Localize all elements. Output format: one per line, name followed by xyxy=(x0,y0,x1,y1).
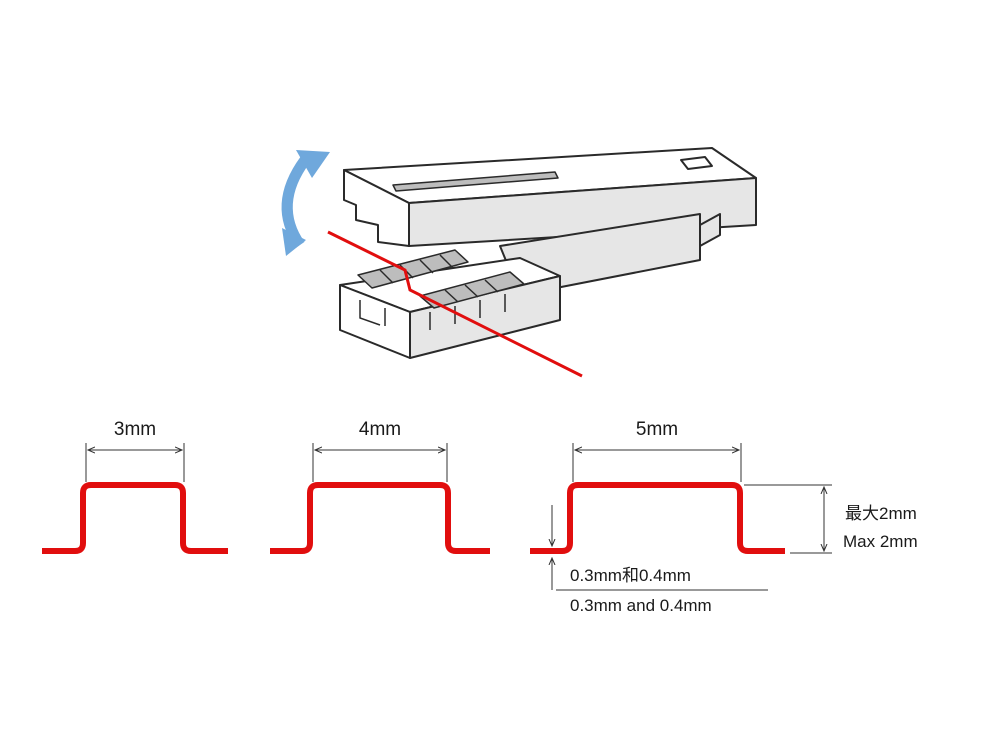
bend-4mm: 4mm xyxy=(270,419,490,554)
bend-5mm-wire xyxy=(530,482,785,554)
bend-3mm-width-label: 3mm xyxy=(114,419,156,440)
thickness-dimension: 0.3mm和0.4mm 0.3mm and 0.4mm xyxy=(552,505,768,615)
tool-wire xyxy=(327,230,583,378)
height-dimension: 最大2mm Max 2mm xyxy=(744,484,918,554)
height-label-en: Max 2mm xyxy=(843,532,918,551)
bending-tool-illustration xyxy=(281,147,757,378)
bend-5mm-width-label: 5mm xyxy=(636,419,678,440)
bend-4mm-width-label: 4mm xyxy=(359,419,401,440)
bend-5mm: 5mm xyxy=(530,419,785,554)
rotate-arrow-icon xyxy=(281,150,330,256)
bend-4mm-wire xyxy=(270,482,490,554)
thickness-label-cn: 0.3mm和0.4mm xyxy=(570,566,691,585)
height-label-cn: 最大2mm xyxy=(845,504,917,523)
thickness-label-en: 0.3mm and 0.4mm xyxy=(570,596,712,615)
bend-3mm-wire xyxy=(42,482,228,554)
tool-lower-arm xyxy=(339,213,701,359)
bend-3mm: 3mm xyxy=(42,419,228,554)
